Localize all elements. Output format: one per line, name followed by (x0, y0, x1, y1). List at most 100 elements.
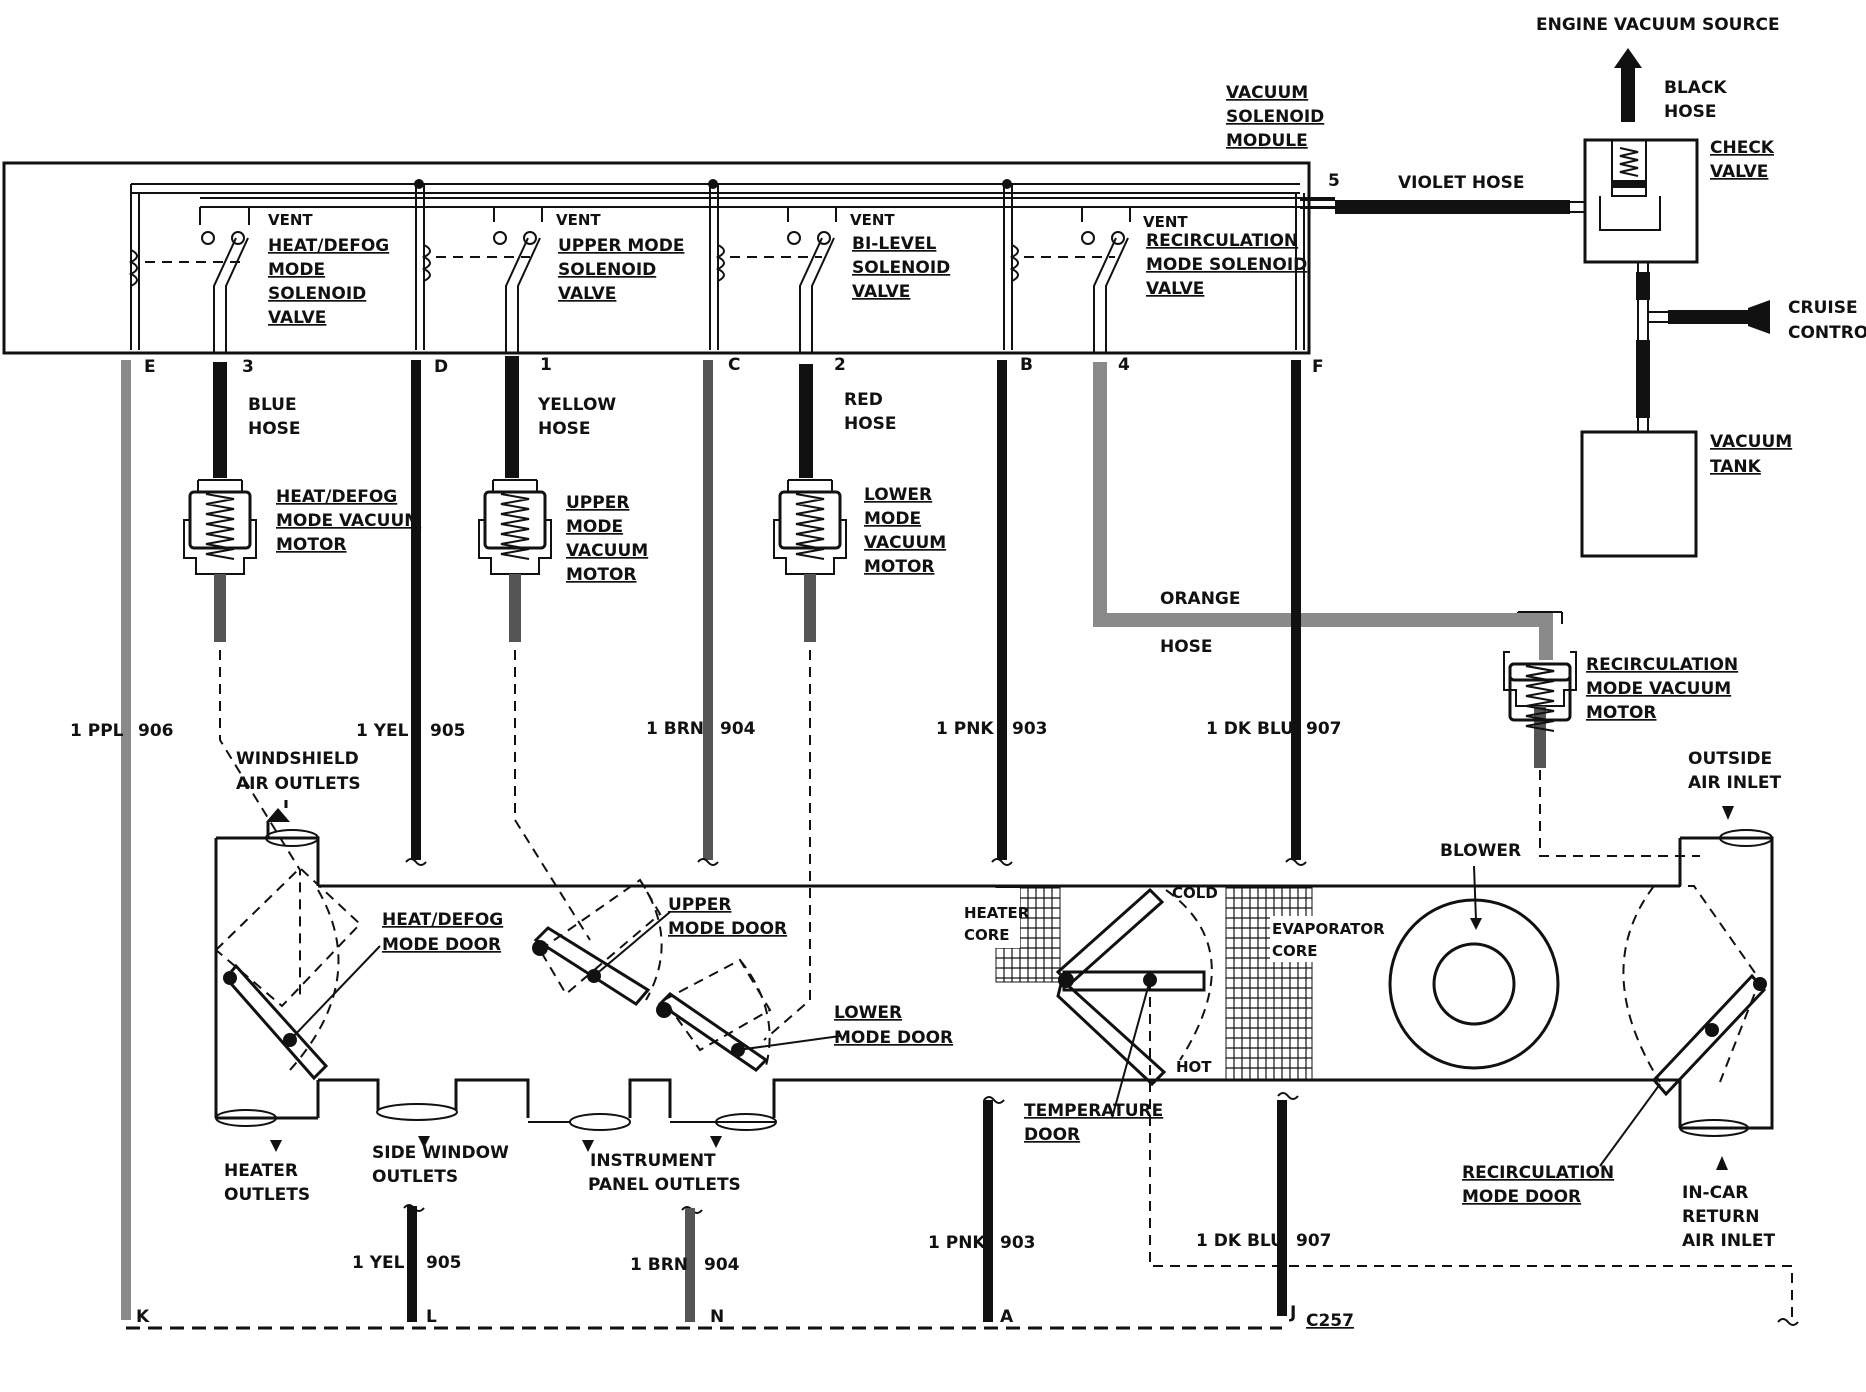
wire-903-num: 903 (1012, 719, 1048, 739)
svg-text:VALVE: VALVE (1146, 279, 1204, 299)
blue-hose-label: BLUE HOSE (248, 395, 301, 439)
port-4: 4 (1118, 355, 1130, 375)
temperature-door-label: TEMPERATURE DOOR (1024, 1101, 1163, 1145)
svg-text:HOSE: HOSE (1160, 637, 1213, 657)
svg-text:OUTLETS: OUTLETS (224, 1185, 310, 1205)
wire-906-num: 906 (138, 721, 174, 741)
wire-907b-color: 1 DK BLU (1196, 1231, 1284, 1251)
svg-text:LOWER: LOWER (834, 1003, 902, 1023)
svg-text:AIR INLET: AIR INLET (1682, 1231, 1775, 1251)
recirculation-solenoid-label: RECIRCULATION MODE SOLENOID VALVE (1146, 231, 1307, 299)
side-window-outlets-label: SIDE WINDOW OUTLETS (372, 1143, 509, 1187)
svg-text:HOSE: HOSE (844, 414, 897, 434)
svg-text:OUTLETS: OUTLETS (372, 1167, 458, 1187)
yellow-hose-label: YELLOW HOSE (537, 395, 616, 439)
heater-core-label: HEATER CORE (964, 904, 1030, 944)
heat-defog-vacuum-motor (183, 479, 257, 642)
svg-text:OUTSIDE: OUTSIDE (1688, 749, 1772, 769)
in-car-return-label: IN-CAR RETURN AIR INLET (1682, 1183, 1775, 1251)
svg-text:UPPER: UPPER (668, 895, 731, 915)
svg-text:MODE VACUUM: MODE VACUUM (1586, 679, 1731, 699)
svg-text:VALVE: VALVE (268, 308, 326, 328)
blower-outer (1388, 898, 1560, 1070)
lower-mode-door-label: LOWER MODE DOOR (834, 1003, 953, 1048)
recirculation-mode-door (1622, 885, 1767, 1097)
engine-vacuum-source-label: ENGINE VACUUM SOURCE (1536, 15, 1780, 35)
check-valve (1583, 138, 1699, 264)
orange-hose-label: ORANGE HOSE (1160, 589, 1241, 657)
port-f: F (1312, 357, 1324, 377)
svg-text:HEAT/DEFOG: HEAT/DEFOG (276, 487, 397, 507)
wire-904-num: 904 (720, 719, 756, 739)
port-2: 2 (834, 355, 846, 375)
heat-defog-mode-door-label: HEAT/DEFOG MODE DOOR (382, 910, 503, 955)
connector-a: A (1000, 1307, 1014, 1327)
svg-text:MODE SOLENOID: MODE SOLENOID (1146, 255, 1307, 275)
wire-903b-color: 1 PNK (928, 1233, 986, 1253)
svg-text:SOLENOID: SOLENOID (268, 284, 366, 304)
svg-text:AIR OUTLETS: AIR OUTLETS (236, 774, 361, 794)
violet-hose-label: VIOLET HOSE (1398, 173, 1524, 193)
svg-text:MOTOR: MOTOR (566, 565, 637, 585)
solenoid-1-vent: VENT (268, 211, 313, 229)
connector-n: N (710, 1307, 724, 1327)
svg-text:TEMPERATURE: TEMPERATURE (1024, 1101, 1163, 1121)
svg-text:SOLENOID: SOLENOID (1226, 107, 1324, 127)
svg-text:TANK: TANK (1710, 457, 1762, 477)
vacuum-solenoid-module-box (2, 161, 1311, 355)
svg-text:VALVE: VALVE (1710, 162, 1768, 182)
svg-text:HEATER: HEATER (964, 904, 1030, 922)
svg-text:ORANGE: ORANGE (1160, 589, 1241, 609)
wire-907b-num: 907 (1296, 1231, 1332, 1251)
cruise-control-label: CRUISE CONTROL (1788, 298, 1866, 343)
temperature-door (1055, 887, 1213, 1087)
lower-mode-motor-label: LOWER MODE VACUUM MOTOR (864, 485, 946, 577)
heat-defog-mode-door (214, 866, 362, 1081)
hot-label: HOT (1176, 1058, 1212, 1076)
svg-text:BLUE: BLUE (248, 395, 297, 415)
svg-text:MODE DOOR: MODE DOOR (1462, 1187, 1581, 1207)
recirculation-motor-label: RECIRCULATION MODE VACUUM MOTOR (1586, 655, 1738, 723)
connector-c257: C257 (1306, 1311, 1354, 1331)
windshield-air-outlets-label: WINDSHIELD AIR OUTLETS (236, 749, 361, 794)
svg-text:IN-CAR: IN-CAR (1682, 1183, 1748, 1203)
svg-text:MODE DOOR: MODE DOOR (382, 935, 501, 955)
wire-904b-color: 1 BRN (630, 1255, 688, 1275)
svg-text:WINDSHIELD: WINDSHIELD (236, 749, 359, 769)
svg-text:LOWER: LOWER (864, 485, 932, 505)
port-b: B (1020, 355, 1033, 375)
svg-text:AIR INLET: AIR INLET (1688, 773, 1781, 793)
svg-text:MODE: MODE (864, 509, 921, 529)
wire-905-num: 905 (430, 721, 466, 741)
svg-text:PANEL OUTLETS: PANEL OUTLETS (588, 1175, 741, 1195)
svg-text:RECIRCULATION: RECIRCULATION (1462, 1163, 1614, 1183)
vacuum-tank-label: VACUUM TANK (1710, 432, 1792, 477)
engine-vacuum-arrow (1614, 48, 1642, 68)
svg-text:HEATER: HEATER (224, 1161, 298, 1181)
svg-text:HEAT/DEFOG: HEAT/DEFOG (382, 910, 503, 930)
svg-text:HOSE: HOSE (538, 419, 591, 439)
heat-defog-motor-label: HEAT/DEFOG MODE VACUUM MOTOR (276, 487, 421, 555)
solenoid-3-vent: VENT (850, 211, 895, 229)
svg-text:MOTOR: MOTOR (864, 557, 935, 577)
recirculation-vacuum-motor-body (1508, 662, 1572, 732)
bi-level-solenoid-label: BI-LEVEL SOLENOID VALVE (852, 234, 950, 302)
wire-904-color: 1 BRN (646, 719, 704, 739)
solenoid-2-vent: VENT (556, 211, 601, 229)
svg-text:BI-LEVEL: BI-LEVEL (852, 234, 937, 254)
wire-905b-color: 1 YEL (352, 1253, 405, 1273)
instrument-panel-outlets-label: INSTRUMENT PANEL OUTLETS (588, 1151, 741, 1195)
connector-j: J (1289, 1303, 1296, 1323)
svg-text:RECIRCULATION: RECIRCULATION (1586, 655, 1738, 675)
svg-text:CORE: CORE (1272, 942, 1318, 960)
heater-outlets-label: HEATER OUTLETS (224, 1161, 310, 1205)
wire-905-color: 1 YEL (356, 721, 409, 741)
wire-907-color: 1 DK BLU (1206, 719, 1294, 739)
cold-label: COLD (1172, 884, 1218, 902)
svg-text:UPPER: UPPER (566, 493, 629, 513)
svg-text:VACUUM: VACUUM (864, 533, 946, 553)
svg-text:MOTOR: MOTOR (1586, 703, 1657, 723)
svg-text:MODE: MODE (566, 517, 623, 537)
outside-air-inlet-label: OUTSIDE AIR INLET (1688, 749, 1781, 793)
